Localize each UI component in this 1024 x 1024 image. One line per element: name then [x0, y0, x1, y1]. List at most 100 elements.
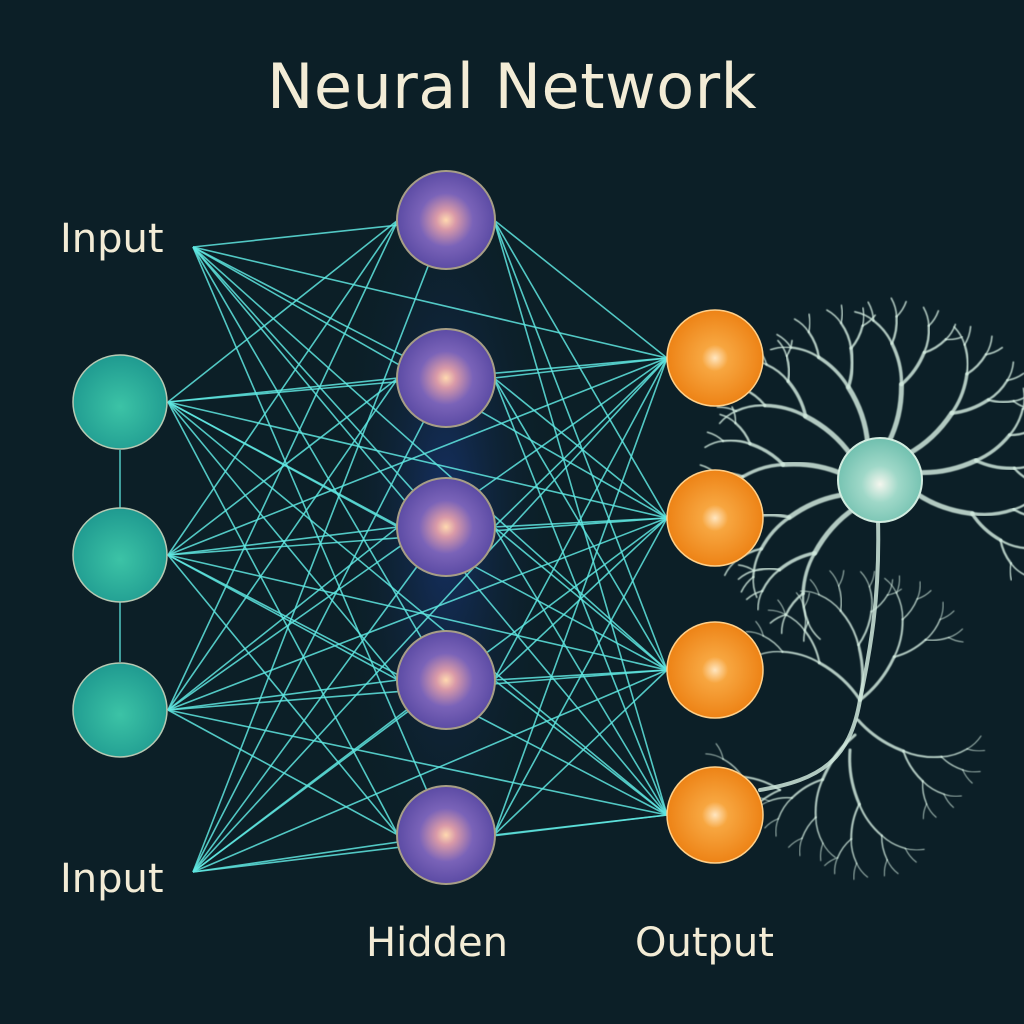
dendrite	[757, 590, 764, 611]
output-node	[666, 766, 764, 864]
connection-line	[167, 357, 668, 556]
connection-line	[493, 377, 668, 519]
dendrite	[752, 576, 758, 599]
connection-line	[493, 357, 668, 681]
connection-line	[192, 246, 447, 836]
input-label-bottom: Input	[60, 856, 164, 902]
dendrite	[1009, 562, 1013, 581]
dendrite	[1006, 372, 1024, 382]
dendrite	[801, 816, 817, 839]
dendrite	[999, 539, 1024, 550]
dendrite	[715, 743, 724, 760]
connection-line	[493, 517, 668, 681]
connection-line	[192, 526, 447, 873]
dendrite	[777, 599, 786, 615]
connection-line	[167, 219, 399, 403]
dendrite	[970, 511, 1003, 542]
connection-line	[493, 669, 668, 836]
dendrite	[838, 570, 845, 587]
dendrite	[950, 372, 969, 415]
dendrite	[821, 733, 857, 781]
connection-line	[493, 219, 668, 359]
dendrite	[826, 309, 842, 324]
dendrite	[748, 442, 785, 467]
dendrite	[916, 581, 921, 600]
dendrite	[795, 592, 805, 608]
dendrite	[987, 379, 1009, 401]
dendrite	[904, 847, 925, 851]
dendrite	[881, 834, 888, 861]
dendrite	[829, 570, 840, 587]
dendrite	[776, 333, 792, 349]
dendrite	[899, 350, 926, 387]
connection-line	[167, 709, 399, 836]
dendrite	[893, 618, 904, 658]
input-node	[72, 354, 168, 450]
dendrite	[818, 594, 842, 612]
dendrite	[974, 458, 1016, 471]
dendrite	[962, 769, 973, 784]
dendrite	[807, 330, 820, 359]
dendrite	[868, 570, 875, 588]
dendrite	[820, 842, 824, 862]
connection-line	[192, 246, 447, 681]
dendrite	[966, 748, 986, 752]
dendrite	[939, 601, 944, 620]
hidden-label: Hidden	[366, 920, 508, 966]
dendrite	[916, 590, 932, 600]
dendrite	[868, 586, 873, 613]
dendrite	[1012, 508, 1024, 516]
dendrite	[745, 590, 764, 601]
connection-line	[192, 669, 668, 873]
dendrite	[768, 796, 793, 802]
dendrite	[857, 610, 873, 647]
dendrite	[803, 606, 807, 632]
dendrite	[887, 588, 902, 596]
dendrite	[860, 571, 870, 588]
dendrite	[858, 655, 896, 702]
dendrite	[890, 297, 898, 318]
output-node	[666, 469, 764, 567]
dendrite	[765, 363, 790, 383]
connection-line	[167, 526, 399, 711]
dendrite	[817, 661, 862, 702]
dendrite	[741, 775, 781, 791]
connection-line	[192, 246, 668, 359]
dendrite	[767, 609, 786, 615]
dendrite	[890, 315, 898, 345]
dendrite	[924, 636, 950, 641]
dendrite	[881, 834, 907, 850]
dendrite	[837, 585, 843, 612]
connection-line	[167, 219, 399, 556]
dendrite	[784, 592, 805, 616]
dendrite	[962, 769, 981, 773]
dendrite	[904, 847, 917, 863]
dendrite	[856, 862, 869, 878]
dendrite	[737, 570, 755, 580]
connection-line	[493, 357, 668, 836]
dendrite	[950, 398, 991, 415]
dendrite	[854, 311, 875, 322]
dendrite	[893, 638, 927, 658]
dendrite	[752, 567, 781, 572]
dendrite	[800, 590, 820, 596]
dendrite	[922, 324, 931, 354]
dendrite	[839, 609, 860, 647]
dendrite	[985, 335, 993, 356]
dendrite	[970, 507, 1016, 517]
dendrite	[890, 341, 904, 387]
dendrite	[846, 346, 854, 389]
dendrite	[1008, 407, 1024, 437]
dendrite	[1013, 466, 1024, 470]
dendrite	[752, 547, 763, 579]
dendrite	[777, 551, 817, 572]
dendrite	[840, 304, 844, 324]
dendrite	[850, 803, 861, 841]
dendrite	[921, 780, 928, 805]
dendrite	[734, 421, 752, 446]
dendrite	[922, 338, 947, 354]
dendrite	[824, 857, 839, 867]
dendrite	[839, 321, 853, 350]
dendrite	[759, 515, 792, 551]
